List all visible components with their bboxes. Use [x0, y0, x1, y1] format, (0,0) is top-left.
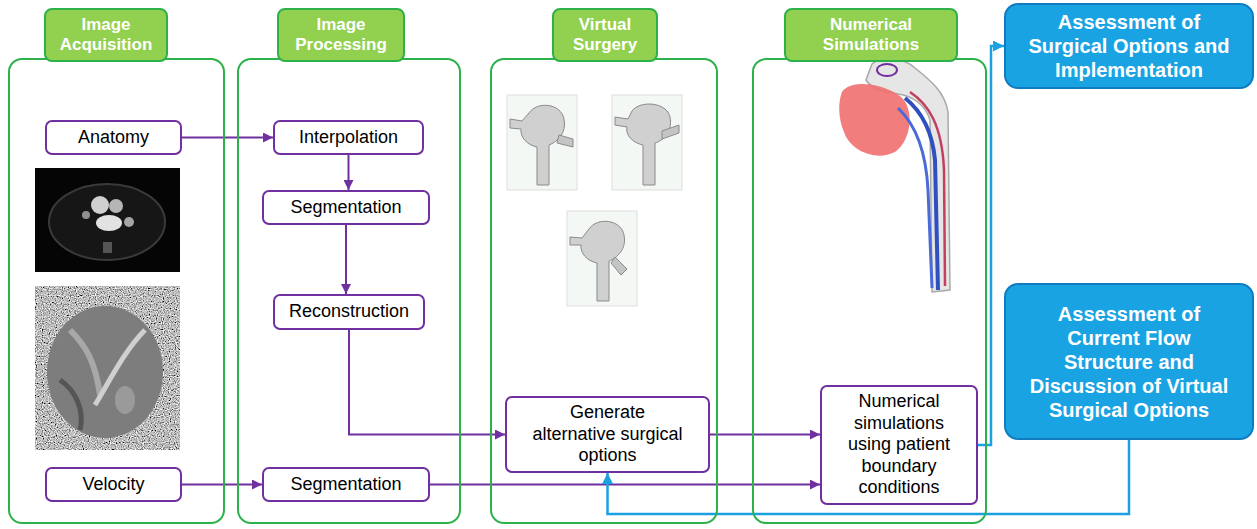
box-label: Segmentation [290, 474, 401, 496]
vessel-model [567, 211, 637, 306]
vessel-model [612, 95, 682, 190]
stage-column: Numerical SimulationsNumerical simulatio… [752, 58, 987, 524]
model-panel [507, 95, 577, 190]
mri-heart [96, 215, 122, 231]
stage-heading: Virtual Surgery [552, 8, 658, 62]
box-label: Generate alternative surgical options [529, 402, 686, 467]
process-box: Reconstruction [273, 294, 425, 330]
process-box: Segmentation [262, 190, 430, 225]
box-label: Segmentation [290, 197, 401, 219]
vessel-branch [557, 135, 573, 147]
streamline-blue [905, 98, 938, 290]
flow-arrow [430, 484, 820, 486]
stage-heading: Image Processing [277, 8, 405, 62]
mri-vessel [124, 217, 134, 227]
flow-arrow [349, 330, 505, 435]
box-label: Reconstruction [289, 301, 409, 323]
velocity-noise [35, 286, 180, 450]
stage-column: Image AcquisitionAnatomyVelocity [8, 58, 225, 524]
flow-arrow [182, 137, 273, 139]
mri-background [35, 168, 180, 272]
model-panel [567, 211, 637, 306]
velocity-tissue [115, 386, 135, 414]
mri-vessel [109, 199, 123, 213]
flow-arrow [710, 434, 820, 436]
vessel-shape [510, 105, 565, 185]
simulation-figure [839, 59, 950, 292]
process-box: Numerical simulations using patient boun… [820, 385, 978, 505]
flow-arrow [978, 46, 1004, 445]
flow-arrow [345, 225, 347, 294]
outcome-box: Assessment of Surgical Options and Imple… [1004, 3, 1254, 89]
stage-column: Image ProcessingInterpolationSegmentatio… [237, 58, 461, 524]
vessel-shape [615, 104, 671, 185]
flow-arrow [348, 155, 350, 190]
box-label: Assessment of Surgical Options and Imple… [1024, 10, 1234, 82]
box-label: Anatomy [78, 127, 149, 149]
stage-heading: Numerical Simulations [784, 8, 958, 62]
mri-thorax [49, 184, 165, 260]
process-box: Interpolation [273, 120, 424, 155]
box-label: Interpolation [299, 127, 398, 149]
vessel-branch [611, 257, 627, 275]
vessel-ring [877, 64, 897, 76]
process-box: Segmentation [262, 467, 430, 502]
box-label: Velocity [82, 474, 144, 496]
flow-arrow [182, 484, 262, 486]
vessel-branch [662, 125, 679, 139]
flow-region-red [839, 84, 909, 156]
mri-vessel [91, 196, 109, 214]
process-box: Anatomy [45, 120, 182, 155]
process-box: Velocity [45, 467, 182, 502]
stage-heading: Image Acquisition [44, 8, 168, 62]
process-box: Generate alternative surgical options [505, 396, 710, 473]
model-panel [612, 95, 682, 190]
stage-column: Virtual SurgeryGenerate alternative surg… [490, 58, 718, 524]
streamline-blue [898, 108, 932, 288]
velocity-vessel [60, 380, 81, 430]
box-label: Assessment of Current Flow Structure and… [1024, 302, 1234, 422]
outcome-box: Assessment of Current Flow Structure and… [1004, 283, 1254, 440]
velocity-vessel [70, 330, 100, 395]
box-label: Numerical simulations using patient boun… [830, 391, 968, 499]
mri-spine [103, 242, 112, 253]
streamline-red [910, 92, 945, 286]
mri-anatomy-image [35, 168, 180, 272]
mri-velocity-image [35, 286, 180, 450]
vessel-model [507, 95, 577, 190]
velocity-tissue [47, 306, 163, 438]
mri-vessel [82, 211, 90, 219]
